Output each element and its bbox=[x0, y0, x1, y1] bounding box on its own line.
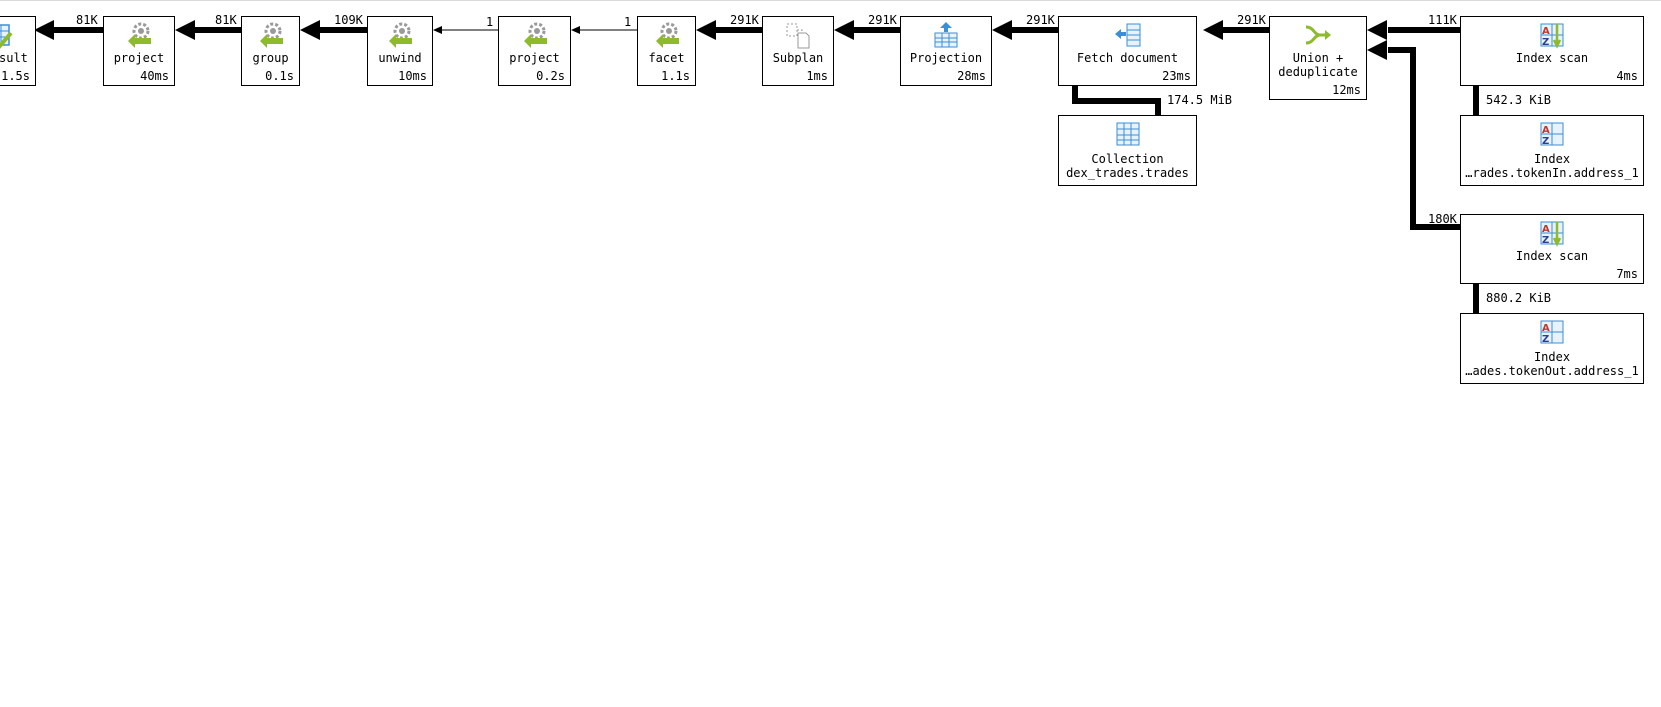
plan-node-projection[interactable]: Projection 28ms bbox=[900, 16, 992, 86]
svg-text:Z: Z bbox=[1542, 136, 1549, 147]
gear-arrow-icon bbox=[655, 22, 679, 48]
edge-label: 81K bbox=[215, 13, 237, 27]
node-label-line1: Union + bbox=[1292, 51, 1344, 65]
edge-label: 291K bbox=[1237, 13, 1266, 27]
top-divider bbox=[0, 0, 1661, 1]
node-label-line1: Index bbox=[1533, 350, 1571, 364]
index-az-icon: A Z bbox=[1540, 221, 1564, 247]
node-time: 7ms bbox=[1616, 267, 1638, 281]
plan-node-fetch-document[interactable]: Fetch document 23ms bbox=[1058, 16, 1197, 86]
plan-node-project[interactable]: project 40ms bbox=[103, 16, 175, 86]
arrowhead-result bbox=[34, 20, 54, 40]
plan-node-index-scan[interactable]: A Z Index scan 7ms bbox=[1460, 214, 1644, 284]
arrowhead-union-b bbox=[1367, 40, 1387, 60]
index-az-icon: A Z bbox=[1540, 320, 1564, 345]
node-label-line1: Collection bbox=[1091, 152, 1164, 166]
edge-label: 291K bbox=[730, 13, 759, 27]
edge-label: 291K bbox=[868, 13, 897, 27]
edge-label: 1 bbox=[486, 15, 494, 29]
node-label-line2: dex_trades.trades bbox=[1066, 166, 1189, 180]
node-time: 12ms bbox=[1332, 83, 1361, 97]
node-label: project bbox=[509, 51, 560, 65]
node-label: unwind bbox=[378, 51, 422, 65]
plan-node-group[interactable]: group 0.1s bbox=[241, 16, 300, 86]
gear-arrow-icon bbox=[389, 22, 412, 48]
plan-node-project[interactable]: project 0.2s bbox=[498, 16, 571, 86]
node-time: 1ms bbox=[806, 69, 828, 83]
gear-arrow-icon bbox=[523, 22, 547, 48]
plan-node-collection[interactable]: Collection dex_trades.trades bbox=[1058, 115, 1197, 186]
edge-scan2-union bbox=[1388, 47, 1460, 230]
node-label-line2: …rades.tokenIn.address_1 bbox=[1465, 166, 1639, 180]
index-az-icon: A Z bbox=[1540, 23, 1564, 49]
collection-table-icon bbox=[1116, 122, 1139, 146]
arrowhead-project1 bbox=[175, 20, 195, 40]
result-table-check-icon bbox=[0, 24, 13, 49]
svg-text:Z: Z bbox=[1542, 235, 1549, 246]
plan-node-index[interactable]: A Z Index …ades.tokenOut.address_1 bbox=[1460, 313, 1644, 384]
arrowhead-fetch bbox=[1203, 20, 1223, 40]
svg-text:Z: Z bbox=[1542, 334, 1549, 345]
svg-text:A: A bbox=[1542, 323, 1550, 334]
edge-label: 880.2 KiB bbox=[1486, 291, 1552, 305]
node-time: 0.1s bbox=[265, 69, 294, 83]
node-time: 1.1s bbox=[661, 69, 690, 83]
edge-label: 111K bbox=[1428, 13, 1457, 27]
node-label-line2: …ades.tokenOut.address_1 bbox=[1465, 364, 1639, 378]
edge-fetch-collection bbox=[1072, 86, 1161, 115]
plan-node-subplan[interactable]: Subplan 1ms bbox=[762, 16, 834, 86]
svg-text:A: A bbox=[1542, 224, 1550, 235]
plan-node-result[interactable]: sult 1.5s bbox=[0, 16, 36, 86]
node-label: Fetch document bbox=[1076, 51, 1179, 65]
edge-label: 81K bbox=[76, 13, 98, 27]
node-label: Projection bbox=[909, 51, 983, 65]
arrowhead-facet bbox=[696, 20, 716, 40]
node-time: 28ms bbox=[957, 69, 986, 83]
gear-arrow-icon bbox=[259, 22, 283, 48]
node-label: group bbox=[252, 51, 289, 65]
projection-icon bbox=[934, 22, 958, 48]
node-time: 0.2s bbox=[536, 69, 565, 83]
node-time: 40ms bbox=[140, 69, 169, 83]
edge-label: 291K bbox=[1026, 13, 1055, 27]
plan-node-unwind[interactable]: unwind 10ms bbox=[367, 16, 433, 86]
plan-node-index[interactable]: A Z Index …rades.tokenIn.address_1 bbox=[1460, 115, 1644, 186]
node-label: project bbox=[113, 51, 165, 65]
node-time: 10ms bbox=[398, 69, 427, 83]
subplan-icon bbox=[786, 23, 810, 49]
node-time: 23ms bbox=[1162, 69, 1191, 83]
union-icon bbox=[1305, 25, 1331, 45]
node-label: sult bbox=[0, 51, 28, 65]
arrowhead-project2 bbox=[571, 26, 580, 34]
fetch-document-icon bbox=[1114, 23, 1140, 47]
edge-label: 1 bbox=[624, 15, 632, 29]
arrowhead-projection bbox=[992, 20, 1012, 40]
svg-text:Z: Z bbox=[1542, 37, 1549, 48]
node-time: 1.5s bbox=[1, 69, 30, 83]
node-label: Index scan bbox=[1515, 51, 1589, 65]
edge-label: 174.5 MiB bbox=[1167, 93, 1233, 107]
plan-node-facet[interactable]: facet 1.1s bbox=[637, 16, 696, 86]
plan-node-index-scan[interactable]: A Z Index scan 4ms bbox=[1460, 16, 1644, 86]
edge-label: 542.3 KiB bbox=[1486, 93, 1552, 107]
index-az-icon: A Z bbox=[1540, 122, 1564, 147]
node-label-line2: deduplicate bbox=[1278, 65, 1358, 79]
arrowhead-subplan bbox=[834, 20, 854, 40]
edge-label: 109K bbox=[334, 13, 363, 27]
arrowhead-union-a bbox=[1367, 20, 1387, 40]
node-time: 4ms bbox=[1616, 69, 1638, 83]
plan-node-union-deduplicate[interactable]: Union + deduplicate 12ms bbox=[1269, 16, 1367, 100]
arrowhead-unwind bbox=[433, 26, 442, 34]
svg-text:A: A bbox=[1542, 26, 1550, 37]
node-label-line1: Index bbox=[1533, 152, 1571, 166]
gear-arrow-icon bbox=[128, 22, 151, 48]
svg-text:A: A bbox=[1542, 125, 1550, 136]
node-label: Subplan bbox=[772, 51, 824, 65]
arrowhead-group bbox=[300, 20, 320, 40]
node-label: facet bbox=[648, 51, 685, 65]
edge-label: 180K bbox=[1428, 212, 1457, 226]
node-label: Index scan bbox=[1515, 249, 1589, 263]
